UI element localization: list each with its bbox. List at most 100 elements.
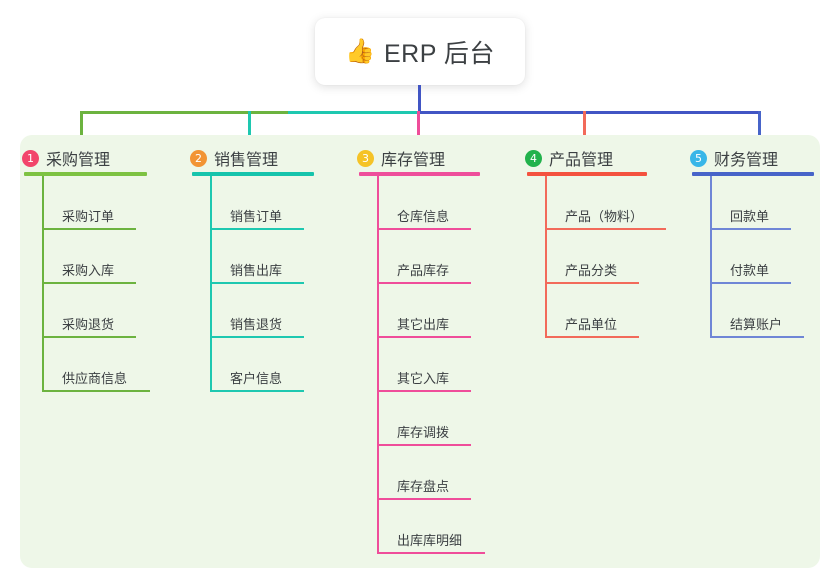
column-badge-3: 3: [357, 149, 374, 167]
list-item-rule: [42, 336, 136, 338]
drop-connector-4: [583, 111, 586, 140]
list-item-label: 销售订单: [230, 209, 283, 224]
bus-segment-green: [80, 111, 290, 114]
list-item[interactable]: 采购退货: [42, 284, 136, 338]
list-item-label: 库存调拨: [397, 425, 450, 440]
list-item-rule: [545, 336, 639, 338]
list-item-rule: [377, 228, 471, 230]
thumbs-up-icon: 👍: [345, 37, 375, 65]
list-item-rule: [42, 390, 150, 392]
list-item-rule: [42, 282, 136, 284]
list-item-label: 其它出库: [397, 317, 450, 332]
sitemap-panel: [20, 135, 820, 568]
list-item[interactable]: 产品分类: [545, 230, 639, 284]
list-item-label: 采购入库: [62, 263, 115, 278]
bus-segment-blue: [418, 111, 760, 114]
list-item-label: 回款单: [730, 209, 770, 224]
page-title: ERP 后台: [383, 39, 495, 68]
list-item[interactable]: 回款单: [710, 176, 791, 230]
list-item-rule: [210, 282, 304, 284]
drop-connector-2: [248, 111, 251, 140]
bus-segment-teal: [288, 111, 420, 114]
column-rule-1: [24, 172, 147, 176]
column-title-4: 产品管理: [549, 152, 614, 169]
root-title-card[interactable]: 👍 ERP 后台: [315, 18, 525, 85]
list-item-label: 产品分类: [565, 263, 618, 278]
column-spine-1: [42, 176, 44, 392]
list-item-label: 销售出库: [230, 263, 283, 278]
list-item[interactable]: 结算账户: [710, 284, 804, 338]
column-title-1: 采购管理: [46, 152, 111, 169]
column-spine-4: [545, 176, 547, 338]
list-item[interactable]: 出库库明细: [377, 500, 485, 554]
list-item[interactable]: 销售退货: [210, 284, 304, 338]
column-rule-5: [692, 172, 814, 176]
column-title-3: 库存管理: [381, 152, 446, 169]
list-item-label: 结算账户: [730, 317, 783, 332]
root-title-inner: 👍 ERP 后台: [345, 34, 495, 70]
list-item[interactable]: 付款单: [710, 230, 791, 284]
drop-connector-1: [80, 111, 83, 140]
list-item-label: 采购退货: [62, 317, 115, 332]
column-header-1[interactable]: 1 采购管理: [22, 146, 110, 170]
list-item[interactable]: 采购订单: [42, 176, 136, 230]
list-item[interactable]: 供应商信息: [42, 338, 150, 392]
column-header-5[interactable]: 5 财务管理: [690, 146, 778, 170]
column-spine-2: [210, 176, 212, 392]
list-item-label: 产品（物料）: [565, 209, 644, 224]
column-rule-3: [359, 172, 480, 176]
list-item[interactable]: 库存调拨: [377, 392, 471, 446]
list-item[interactable]: 其它入库: [377, 338, 471, 392]
column-title-2: 销售管理: [214, 152, 279, 169]
column-spine-5: [710, 176, 712, 338]
list-item-label: 仓库信息: [397, 209, 450, 224]
column-badge-4: 4: [525, 149, 542, 167]
list-item-label: 产品单位: [565, 317, 618, 332]
list-item-rule: [710, 228, 791, 230]
list-item-rule: [377, 552, 485, 554]
list-item[interactable]: 库存盘点: [377, 446, 471, 500]
list-item[interactable]: 客户信息: [210, 338, 304, 392]
list-item-label: 供应商信息: [62, 371, 128, 386]
list-item-rule: [710, 336, 804, 338]
column-badge-1: 1: [22, 149, 39, 167]
column-header-3[interactable]: 3 库存管理: [357, 146, 445, 170]
list-item-rule: [377, 390, 471, 392]
list-item[interactable]: 仓库信息: [377, 176, 471, 230]
list-item-label: 出库库明细: [397, 533, 463, 548]
list-item-rule: [210, 336, 304, 338]
list-item-label: 其它入库: [397, 371, 450, 386]
list-item-rule: [42, 228, 136, 230]
list-item-rule: [377, 498, 471, 500]
list-item[interactable]: 产品单位: [545, 284, 639, 338]
list-item[interactable]: 产品库存: [377, 230, 471, 284]
list-item-label: 销售退货: [230, 317, 283, 332]
column-header-4[interactable]: 4 产品管理: [525, 146, 613, 170]
list-item-rule: [210, 228, 304, 230]
list-item[interactable]: 产品（物料）: [545, 176, 666, 230]
list-item-rule: [210, 390, 304, 392]
list-item-label: 产品库存: [397, 263, 450, 278]
list-item-rule: [377, 336, 471, 338]
column-badge-5: 5: [690, 149, 707, 167]
trunk-connector: [418, 85, 421, 113]
list-item[interactable]: 其它出库: [377, 284, 471, 338]
list-item-rule: [545, 228, 666, 230]
column-spine-3: [377, 176, 379, 554]
list-item-label: 采购订单: [62, 209, 115, 224]
list-item-rule: [710, 282, 791, 284]
column-rule-2: [192, 172, 314, 176]
list-item-label: 客户信息: [230, 371, 283, 386]
list-item-rule: [377, 444, 471, 446]
list-item[interactable]: 销售出库: [210, 230, 304, 284]
drop-connector-3: [417, 111, 420, 140]
column-title-5: 财务管理: [714, 152, 779, 169]
list-item-label: 付款单: [730, 263, 770, 278]
list-item-label: 库存盘点: [397, 479, 450, 494]
list-item[interactable]: 采购入库: [42, 230, 136, 284]
list-item-rule: [377, 282, 471, 284]
list-item[interactable]: 销售订单: [210, 176, 304, 230]
list-item-rule: [545, 282, 639, 284]
